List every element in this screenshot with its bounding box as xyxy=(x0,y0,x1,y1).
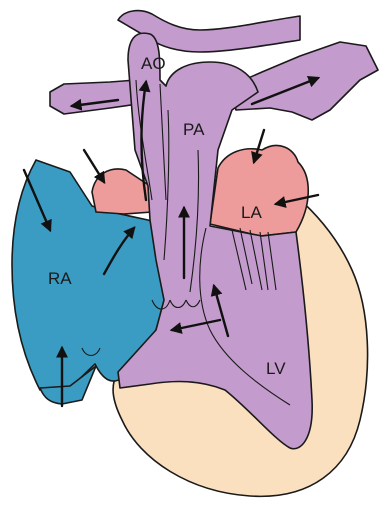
label-lv: LV xyxy=(266,359,286,378)
arrow-icon xyxy=(84,150,104,182)
pulmonary-branch-left xyxy=(50,80,138,114)
left-atrium xyxy=(210,146,308,236)
label-pa: PA xyxy=(183,120,205,139)
label-ao: AO xyxy=(141,54,166,73)
label-la: LA xyxy=(241,203,262,222)
label-ra: RA xyxy=(48,269,72,288)
